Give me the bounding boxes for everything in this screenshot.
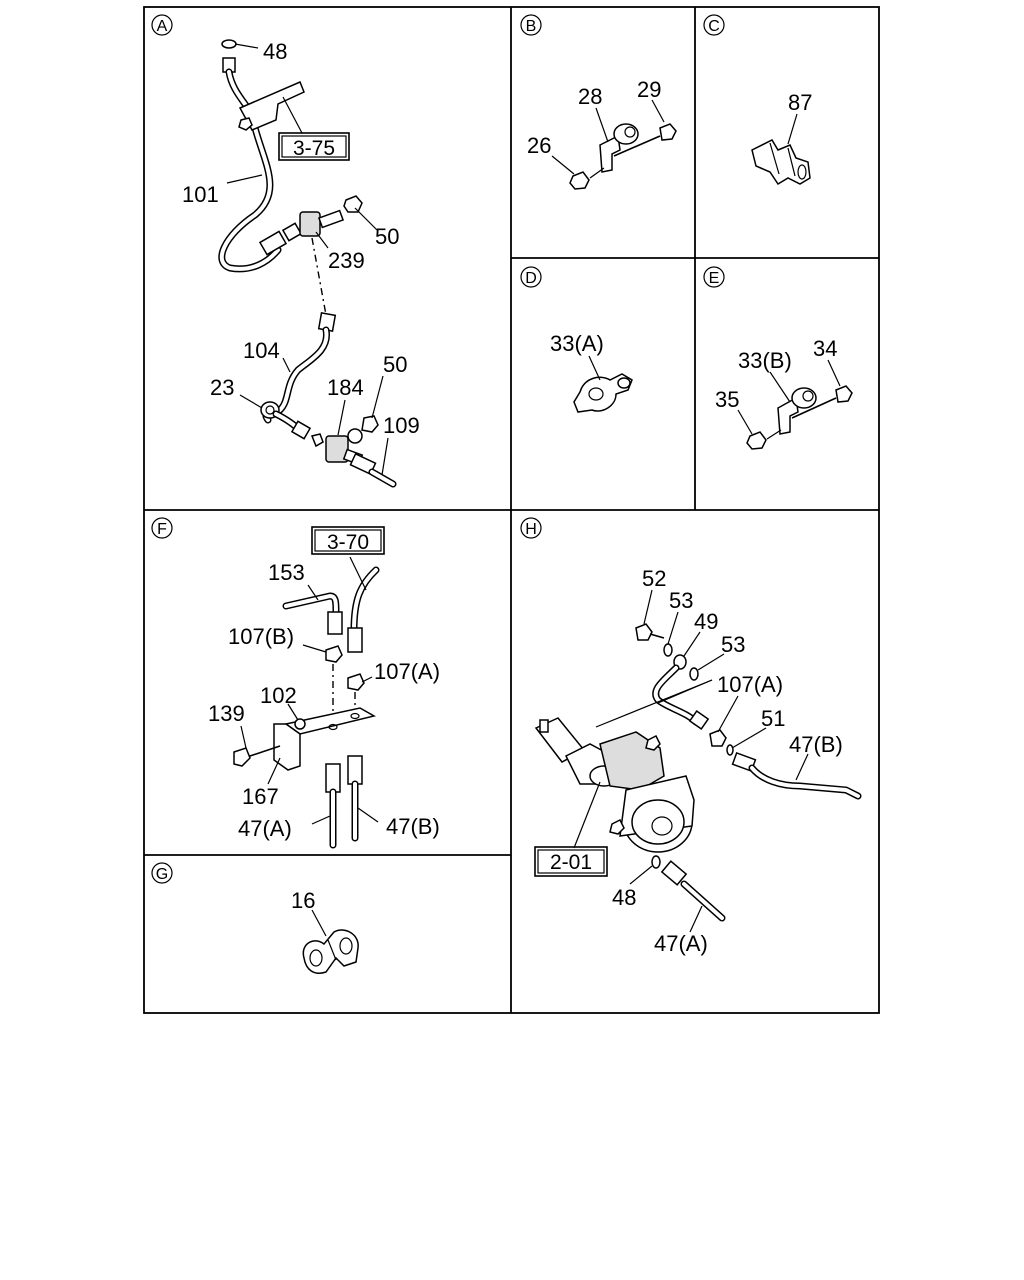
part-label-26: 26 <box>527 133 551 158</box>
part-label-47-b: 47(B) <box>789 732 843 757</box>
section-marker-e: E <box>703 266 725 288</box>
section-a-drawing <box>218 39 397 488</box>
part-label-153: 153 <box>268 560 305 585</box>
part-label-16: 16 <box>291 888 315 913</box>
part-label-47-a: 47(A) <box>654 931 708 956</box>
part-label-47-b: 47(B) <box>386 814 440 839</box>
part-label-48: 48 <box>612 885 636 910</box>
svg-text:B: B <box>526 18 537 35</box>
part-label-33-b: 33(B) <box>738 348 792 373</box>
section-c-drawing <box>751 113 811 186</box>
section-marker-d: D <box>520 266 542 288</box>
part-label-34: 34 <box>813 336 837 361</box>
part-label-104: 104 <box>243 338 280 363</box>
section-marker-b: B <box>520 14 542 36</box>
part-label-29: 29 <box>637 77 661 102</box>
section-e-drawing <box>737 359 853 450</box>
section-marker-f: F <box>151 517 173 539</box>
part-label-167: 167 <box>242 784 279 809</box>
section-b-labels: 28 29 26 <box>527 77 661 158</box>
part-label-53: 53 <box>669 588 693 613</box>
part-label-35: 35 <box>715 387 739 412</box>
part-label-101: 101 <box>182 182 219 207</box>
section-d-labels: 33(A) <box>550 331 604 356</box>
part-label-53: 53 <box>721 632 745 657</box>
section-h-labels: 2-01 52 53 49 53 107(A) 51 47(B) 48 47(A… <box>550 566 843 956</box>
svg-text:G: G <box>156 866 168 883</box>
section-f-drawing <box>233 526 385 849</box>
part-label-47-a: 47(A) <box>238 816 292 841</box>
part-label-49: 49 <box>694 609 718 634</box>
section-marker-g: G <box>151 862 173 884</box>
part-label-23: 23 <box>210 375 234 400</box>
section-e-labels: 33(B) 34 35 <box>715 336 837 412</box>
svg-text:A: A <box>157 18 168 35</box>
section-marker-a: A <box>151 14 173 36</box>
part-label-107-a: 107(A) <box>374 659 440 684</box>
ref-3-75: 3-75 <box>293 137 335 160</box>
part-label-52: 52 <box>642 566 666 591</box>
part-label-109: 109 <box>383 413 420 438</box>
diagram-frame <box>143 6 880 1014</box>
part-label-184: 184 <box>327 375 364 400</box>
part-label-48: 48 <box>263 39 287 64</box>
ref-3-70: 3-70 <box>327 531 369 554</box>
svg-text:F: F <box>157 521 167 538</box>
section-marker-h: H <box>520 517 542 539</box>
part-label-107-a: 107(A) <box>717 672 783 697</box>
svg-text:C: C <box>708 18 720 35</box>
part-label-87: 87 <box>788 90 812 115</box>
section-marker-c: C <box>703 14 725 36</box>
part-label-107-b: 107(B) <box>228 624 294 649</box>
part-label-28: 28 <box>578 84 602 109</box>
part-label-239: 239 <box>328 248 365 273</box>
ref-2-01: 2-01 <box>550 851 592 874</box>
section-g-drawing <box>302 909 359 974</box>
part-label-33-a: 33(A) <box>550 331 604 356</box>
section-f-labels: 3-70 153 107(B) 107(A) 102 139 167 47(A)… <box>208 531 440 841</box>
svg-text:E: E <box>709 270 720 287</box>
section-g-labels: 16 <box>291 888 315 913</box>
part-label-51: 51 <box>761 706 785 731</box>
part-label-102: 102 <box>260 683 297 708</box>
svg-text:D: D <box>525 270 537 287</box>
section-h-drawing <box>534 589 862 933</box>
section-c-labels: 87 <box>788 90 812 115</box>
section-a-labels: 3-75 48 101 50 239 104 50 23 184 109 <box>182 39 420 438</box>
part-label-50: 50 <box>375 224 399 249</box>
svg-text:H: H <box>525 521 537 538</box>
section-b-drawing <box>551 99 677 190</box>
section-d-drawing <box>573 355 633 413</box>
part-label-139: 139 <box>208 701 245 726</box>
part-label-50: 50 <box>383 352 407 377</box>
